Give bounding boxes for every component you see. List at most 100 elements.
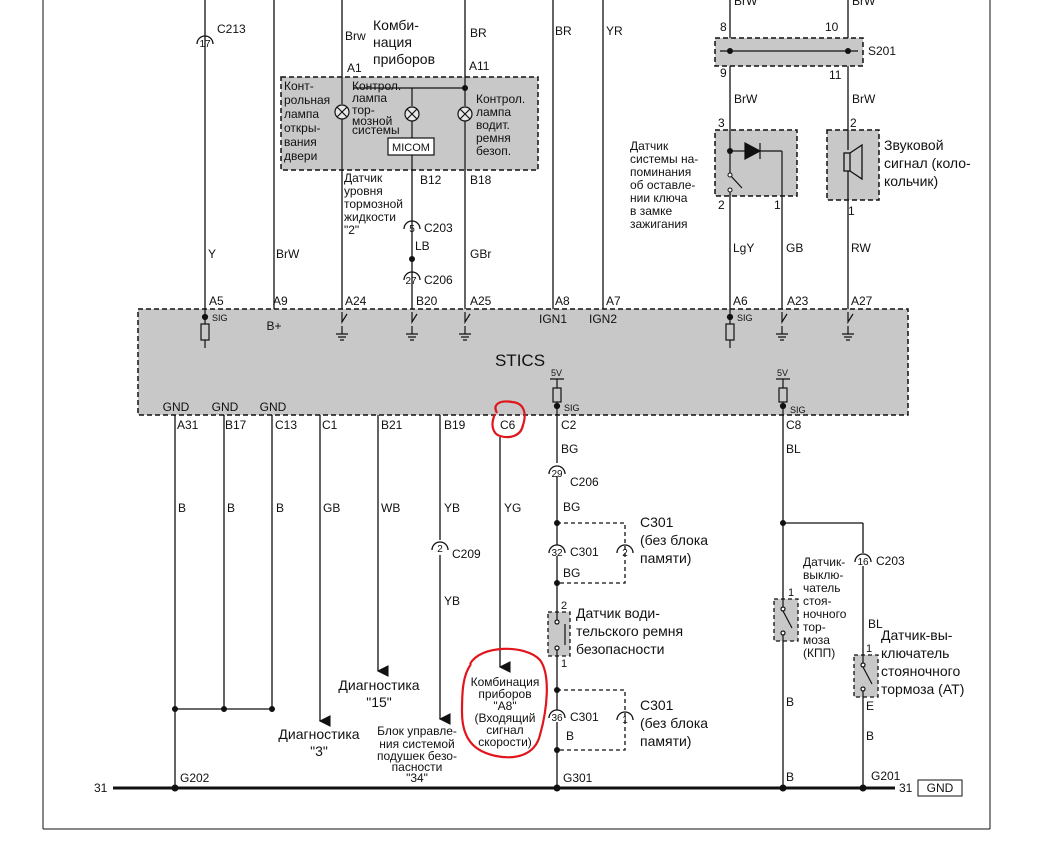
speed-ref-4: (Входящий bbox=[475, 711, 536, 725]
c301-note-b-2: (без блока bbox=[640, 715, 708, 731]
pin-top-a8: A8 bbox=[555, 294, 570, 308]
speed-ref-5: сигнал bbox=[486, 723, 523, 737]
door-lamp-3: лампа bbox=[284, 107, 319, 121]
wire-b-ground-mt: B bbox=[786, 770, 794, 784]
c206-pin: 27 bbox=[405, 276, 417, 287]
ign1-label: IGN1 bbox=[539, 312, 567, 326]
key-pin-1: 1 bbox=[774, 198, 781, 212]
ground-gnd-box: GND bbox=[927, 781, 954, 795]
wire-brw-a: Brw bbox=[345, 29, 366, 43]
c301-note-a-3: памяти) bbox=[640, 550, 691, 566]
ground-g201: G201 bbox=[871, 769, 901, 783]
airbag-2: ния системой bbox=[379, 737, 455, 751]
brake-lamp-2: лампа bbox=[352, 91, 387, 105]
diag-3-1: Диагностика bbox=[278, 726, 359, 742]
park-switch-at: 1 Датчик-вы- ключатель стояночного тормо… bbox=[853, 627, 964, 698]
c213-label: C213 bbox=[217, 22, 246, 36]
wire-b-a31: B bbox=[178, 501, 186, 515]
stics-title: STICS bbox=[495, 351, 545, 370]
pin-top-a24: A24 bbox=[345, 294, 367, 308]
c203-b-pin: 16 bbox=[857, 557, 869, 568]
airbag-4: пасности bbox=[392, 760, 443, 774]
park-mt-text: Датчик- выклю- чатель стоя- ночного тор-… bbox=[803, 555, 847, 660]
door-lamp-1: Конт- bbox=[284, 79, 314, 93]
park-at-pin-1: 1 bbox=[866, 643, 872, 655]
c301-note-b-1: C301 bbox=[640, 697, 674, 713]
s201-pin-9: 9 bbox=[720, 66, 727, 80]
key-sensor-7: зажигания bbox=[630, 217, 688, 231]
wire-bg-c2-b: BG bbox=[563, 500, 580, 514]
buzzer-text-3: кольчик) bbox=[884, 173, 938, 189]
c206-label: C206 bbox=[424, 273, 453, 287]
pin-top-a23: A23 bbox=[787, 294, 809, 308]
key-sensor-6: в замке bbox=[630, 204, 673, 218]
belt-lamp-5: безоп. bbox=[476, 144, 511, 158]
gnd-label-3: GND bbox=[260, 400, 287, 414]
buzzer-text-1: Звуковой bbox=[884, 137, 944, 153]
pin-bottom-c2: C2 bbox=[561, 418, 577, 432]
wire-brw-b: BrW bbox=[276, 247, 300, 261]
stics-module: STICS B+ IGN1 IGN2 GND GND GND bbox=[137, 308, 909, 416]
highlight-c6 bbox=[491, 400, 526, 439]
wire-b-park-at: B bbox=[866, 729, 874, 743]
wire-gb-c1: GB bbox=[323, 501, 340, 515]
pin-top-a7: A7 bbox=[606, 294, 621, 308]
pin-top-a6: A6 bbox=[733, 294, 748, 308]
speed-ref-3: "A8" bbox=[493, 699, 516, 713]
ground-31-left: 31 bbox=[94, 781, 108, 795]
wire-gbr: GBr bbox=[470, 247, 491, 261]
bplus-label: B+ bbox=[266, 319, 281, 333]
ground-g202: G202 bbox=[180, 771, 210, 785]
airbag-1: Блок управле- bbox=[377, 724, 457, 738]
speed-ref-6: скорости) bbox=[478, 735, 532, 749]
belt-pin-1: 1 bbox=[561, 658, 567, 670]
key-sensor-3: поминания bbox=[630, 165, 691, 179]
pin-top-a5: A5 bbox=[209, 294, 224, 308]
diag-3-2: "3" bbox=[310, 743, 328, 759]
ground-31-right: 31 bbox=[899, 781, 913, 795]
key-sensor-1: Датчик bbox=[630, 139, 669, 153]
key-reminder-sensor: 3 2 1 LgY GB bbox=[714, 116, 803, 255]
wire-lb: LB bbox=[415, 239, 430, 253]
pin-bottom-a31: A31 bbox=[177, 418, 199, 432]
wire-rw: RW bbox=[851, 241, 871, 255]
brake-lamp-3: тор- bbox=[352, 103, 375, 117]
buzzer: 2 1 RW Звуковой сигнал (коло- кольчик) bbox=[826, 116, 971, 255]
c206-b-label: C206 bbox=[570, 475, 599, 489]
c301-note-a-1: C301 bbox=[640, 514, 674, 530]
bottom-wires bbox=[174, 415, 872, 788]
gnd-label-1: GND bbox=[163, 400, 190, 414]
belt-text-2: тельского ремня bbox=[576, 623, 683, 639]
wire-br-a: BR bbox=[470, 26, 487, 40]
park-mt-8: (КПП) bbox=[803, 646, 835, 660]
door-lamp-2: рольная bbox=[284, 93, 330, 107]
park-mt-3: чатель bbox=[803, 581, 841, 595]
top-wires bbox=[196, 0, 849, 309]
references: Диагностика "15" Диагностика "3" Блок уп… bbox=[278, 675, 539, 785]
pin-b18: B18 bbox=[470, 173, 492, 187]
belt-pin-2: 2 bbox=[561, 600, 567, 612]
pin-bottom-c13: C13 bbox=[275, 418, 297, 432]
belt-text-1: Датчик води- bbox=[576, 605, 660, 621]
park-switch-mt: 1 bbox=[773, 587, 799, 642]
wire-e-park-at: E bbox=[866, 699, 874, 713]
pin-a1: A1 bbox=[347, 61, 362, 75]
sig-c8: SIG bbox=[790, 405, 806, 415]
c301-a-label: C301 bbox=[570, 545, 599, 559]
cluster-title-3: приборов bbox=[373, 51, 435, 67]
brake-lamp-1: Контрол. bbox=[352, 79, 401, 93]
belt-lamp-4: ремня bbox=[476, 131, 511, 145]
airbag-3: подушек безо- bbox=[377, 749, 457, 763]
key-sensor-2: системы на- bbox=[630, 152, 698, 166]
park-at-4: тормоза (AT) bbox=[881, 681, 964, 697]
wire-brw-top-r: BrW bbox=[852, 0, 876, 8]
c209-label: C209 bbox=[452, 547, 481, 561]
sig-a5: SIG bbox=[212, 313, 228, 323]
c213-pin: 17 bbox=[199, 39, 211, 50]
key-sensor-4: об оставле- bbox=[630, 178, 695, 192]
ign2-label: IGN2 bbox=[589, 312, 617, 326]
wire-yb-b19-lower: YB bbox=[444, 594, 460, 608]
s201-pin-8: 8 bbox=[720, 20, 727, 34]
park-mt-pin-1: 1 bbox=[788, 587, 794, 599]
